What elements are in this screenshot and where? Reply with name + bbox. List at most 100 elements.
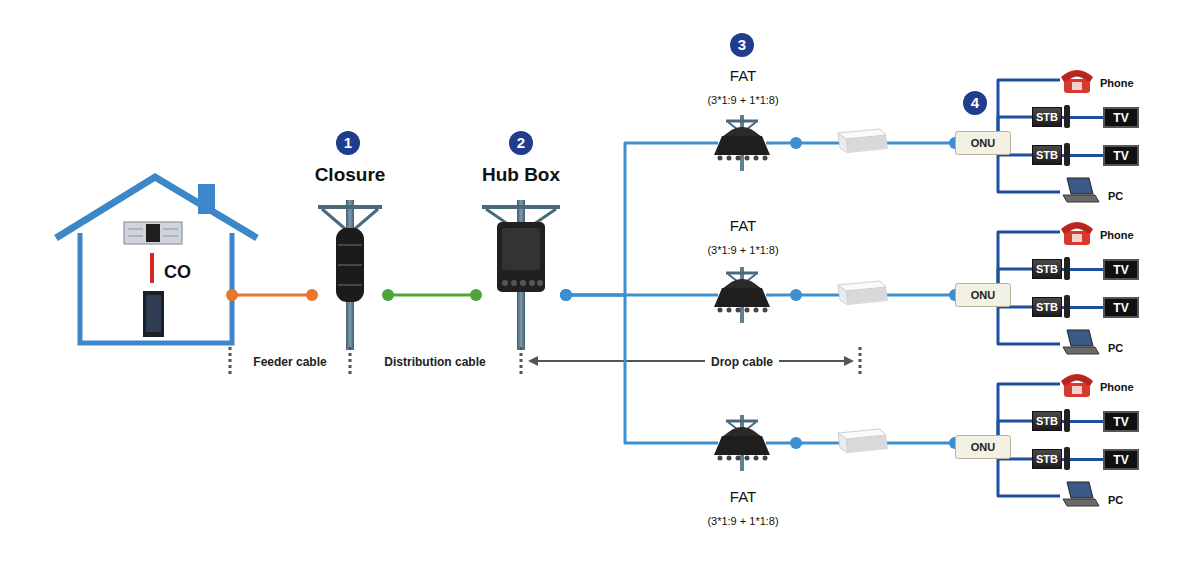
text-holder: CO [164,262,214,283]
phone-device: Phone [1060,68,1152,92]
text-holder: Closure [312,164,388,186]
hub-port [511,280,517,286]
arrowhead [528,356,538,366]
label-holder: Drop cable [705,352,779,370]
span-line [536,360,846,362]
cable-end-dot [226,289,238,301]
fat-port [727,308,732,313]
odf-cabinet [143,291,164,337]
onu-box: ONU [955,435,1011,459]
fat-body [714,436,770,455]
closure-rib [338,284,362,286]
tv-screen: TV [1103,297,1139,318]
label-holder: 3 [730,33,754,57]
cable-end-dot [790,437,802,449]
fat-port [754,156,759,161]
fat-port [745,156,750,161]
text-holder: PC [1108,490,1138,508]
node-text: PC [1108,342,1123,354]
node-text: TV [1113,415,1128,429]
fat-port [718,456,723,461]
fat-port [763,156,768,161]
node-text: ONU [971,137,995,149]
node-text: STB [1036,453,1058,465]
text-holder: Phone [1100,225,1152,243]
node-text: Phone [1100,77,1134,89]
phone-device: Phone [1060,372,1152,396]
text-holder: PC [1108,186,1138,204]
callout-number: 4 [963,91,987,115]
fat-port [763,308,768,313]
hub-box: Hub Box [476,162,566,350]
laptop-screen [1067,330,1093,346]
set-top-box: STB [1032,259,1062,279]
fat-dome [722,427,762,437]
phone-keypad [1072,386,1082,394]
label-holder: Distribution cable [378,352,491,370]
tv-screen: TV [1103,259,1139,280]
hub-port [520,280,526,286]
section-marker [349,347,352,377]
converter-front [838,133,848,153]
server-slot [128,229,143,230]
fat-port [754,308,759,313]
hub-port [529,280,535,286]
closure: Closure [312,162,388,350]
node-text: PC [1108,190,1123,202]
cable-label: Distribution cable [378,355,491,369]
remote [1064,409,1070,432]
converter-top [838,281,886,291]
fat-icons [690,115,796,471]
converter-front [838,433,848,453]
remote [1064,447,1070,470]
central-office-house [56,177,257,343]
phone-device: Phone [1060,220,1152,244]
text-holder: Hub Box [476,164,566,186]
cable-end-dot [790,137,802,149]
phone-keypad [1072,82,1082,90]
node-text: (3*1:9 + 1*1:8) [707,244,778,256]
text-holder: FAT [690,488,796,506]
co-link [150,253,154,283]
text-holder: (3*1:9 + 1*1:8) [690,90,796,108]
phone-handset [1061,70,1093,82]
closure-pole [318,200,382,350]
label-holder: 4 [963,91,987,115]
remote-icons [1064,105,1070,166]
text-holder: Phone [1100,73,1152,91]
hub-port [537,280,543,286]
set-top-box: STB [1032,297,1062,317]
cable-connector [998,421,1032,435]
cable-end-dot [560,289,572,301]
server-slot [128,236,143,237]
converter-top [838,129,886,139]
node-text: CO [164,262,191,282]
phone-keypad [1072,234,1082,242]
text-holder: Phone [1100,377,1152,395]
cable-connector [566,295,690,443]
fat-port [745,456,750,461]
remote [1064,295,1070,318]
fat-port [745,308,750,313]
laptop-base [1063,195,1099,202]
hub-port [502,280,508,286]
server-slot [163,229,178,230]
media-converter [838,281,888,305]
node-text: TV [1113,453,1128,467]
node-text: TV [1113,301,1128,315]
cable-connector [998,269,1032,283]
phone-handset [1061,374,1093,386]
fat-port [736,308,741,313]
fat-port [763,456,768,461]
crossarm [482,205,560,209]
hub-pole [482,200,560,350]
closure-rib [338,264,362,266]
callout-number: 3 [730,33,754,57]
crossarm [726,420,758,423]
cable-markers [230,347,860,377]
set-top-box: STB [1032,107,1062,127]
cable-end-dot [560,289,572,301]
pc-device: PC [1060,484,1140,508]
